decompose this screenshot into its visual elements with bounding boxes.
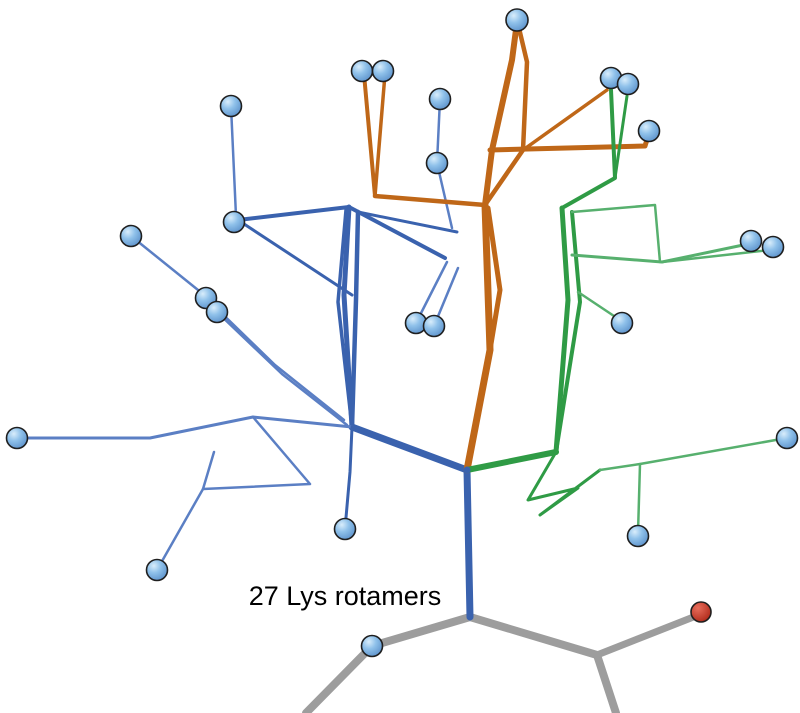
- bond-gray[interactable]: [466, 613, 620, 713]
- nitrogen-atom[interactable]: [775, 426, 799, 450]
- bond-blue_light[interactable]: [155, 487, 205, 572]
- nitrogen-atom[interactable]: [219, 94, 243, 118]
- bond-green[interactable]: [554, 210, 582, 454]
- bond-orange[interactable]: [485, 205, 503, 353]
- bond-orange[interactable]: [373, 72, 387, 198]
- bond-gray[interactable]: [593, 612, 700, 659]
- bond-orange[interactable]: [463, 201, 494, 474]
- nitrogen-atom[interactable]: [761, 235, 785, 259]
- nitrogen-atom[interactable]: [428, 87, 452, 111]
- bond-orange[interactable]: [362, 72, 377, 198]
- bond-green_light[interactable]: [570, 203, 662, 264]
- nitrogen-atom[interactable]: [119, 224, 143, 248]
- nitrogen-atom[interactable]: [626, 524, 650, 548]
- bond-blue[interactable]: [236, 205, 351, 222]
- bond-blue_light[interactable]: [414, 260, 449, 325]
- nitrogen-atom[interactable]: [333, 517, 357, 541]
- bond-blue[interactable]: [343, 425, 354, 531]
- nitrogen-atom[interactable]: [222, 210, 246, 234]
- bond-gray[interactable]: [302, 613, 474, 713]
- bond-green[interactable]: [464, 449, 559, 473]
- bond-blue[interactable]: [349, 209, 361, 430]
- nitrogen-atom[interactable]: [145, 558, 169, 582]
- bond-green[interactable]: [613, 94, 629, 180]
- nitrogen-atom[interactable]: [616, 72, 640, 96]
- nitrogen-atom[interactable]: [422, 314, 446, 338]
- bond-blue[interactable]: [463, 466, 474, 621]
- bond-blue_light[interactable]: [215, 310, 349, 427]
- bond-orange[interactable]: [487, 130, 652, 153]
- bond-blue[interactable]: [348, 423, 471, 474]
- bond-blue_light[interactable]: [229, 104, 238, 218]
- nitrogen-atom[interactable]: [505, 8, 529, 32]
- atoms-layer: [5, 8, 799, 658]
- bond-blue_light[interactable]: [129, 234, 205, 296]
- nitrogen-atom[interactable]: [5, 426, 29, 450]
- bond-blue[interactable]: [341, 204, 355, 430]
- nitrogen-atom[interactable]: [425, 151, 449, 175]
- bond-green[interactable]: [526, 450, 602, 517]
- bond-blue[interactable]: [356, 210, 459, 234]
- bond-orange[interactable]: [482, 19, 520, 208]
- bond-orange[interactable]: [372, 193, 488, 208]
- bond-blue[interactable]: [236, 218, 354, 297]
- nitrogen-atom[interactable]: [637, 119, 661, 143]
- bond-green[interactable]: [553, 205, 571, 455]
- bond-blue_light[interactable]: [201, 415, 312, 491]
- bond-blue_light[interactable]: [204, 296, 346, 422]
- bond-orange[interactable]: [482, 21, 530, 208]
- nitrogen-atom[interactable]: [610, 311, 634, 335]
- nitrogen-atom[interactable]: [371, 59, 395, 83]
- nitrogen-atom[interactable]: [205, 300, 229, 324]
- bond-orange[interactable]: [521, 88, 609, 152]
- nitrogen-atom[interactable]: [350, 59, 374, 83]
- nitrogen-atom[interactable]: [739, 229, 763, 253]
- bond-blue_light[interactable]: [15, 415, 354, 440]
- nitrogen-atom[interactable]: [360, 634, 384, 658]
- bond-green_light[interactable]: [636, 462, 642, 535]
- oxygen-atom[interactable]: [690, 601, 712, 623]
- bond-green_light[interactable]: [576, 290, 622, 322]
- rotamer-count-label: 27 Lys rotamers: [249, 581, 442, 611]
- bond-blue[interactable]: [336, 208, 354, 429]
- bond-blue[interactable]: [347, 205, 447, 260]
- bond-green_light[interactable]: [598, 436, 789, 472]
